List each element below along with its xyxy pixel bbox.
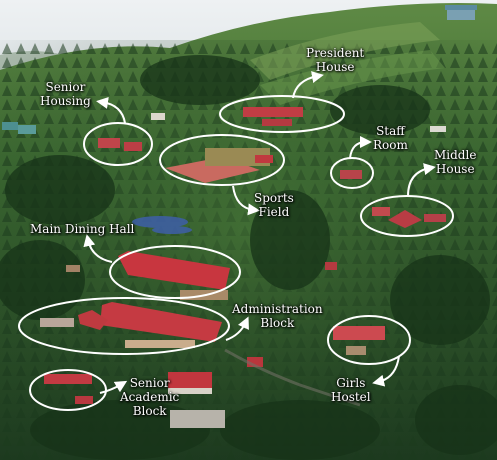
label-senior-housing: Senior Housing: [40, 80, 91, 108]
label-staff-room: Staff Room: [373, 124, 408, 152]
label-main-dining-hall: Main Dining Hall: [30, 222, 135, 236]
label-girls-hostel: Girls Hostel: [331, 376, 371, 404]
label-senior-academic-block: Senior Academic Block: [120, 376, 180, 418]
road: [224, 348, 361, 407]
label-sports-field: Sports Field: [254, 191, 294, 219]
blue-crowd: [132, 216, 192, 234]
label-administration-block: Administration Block: [232, 302, 323, 330]
label-middle-house: Middle House: [434, 148, 477, 176]
label-president-house: President House: [306, 46, 365, 74]
terrace-field: [250, 22, 440, 80]
